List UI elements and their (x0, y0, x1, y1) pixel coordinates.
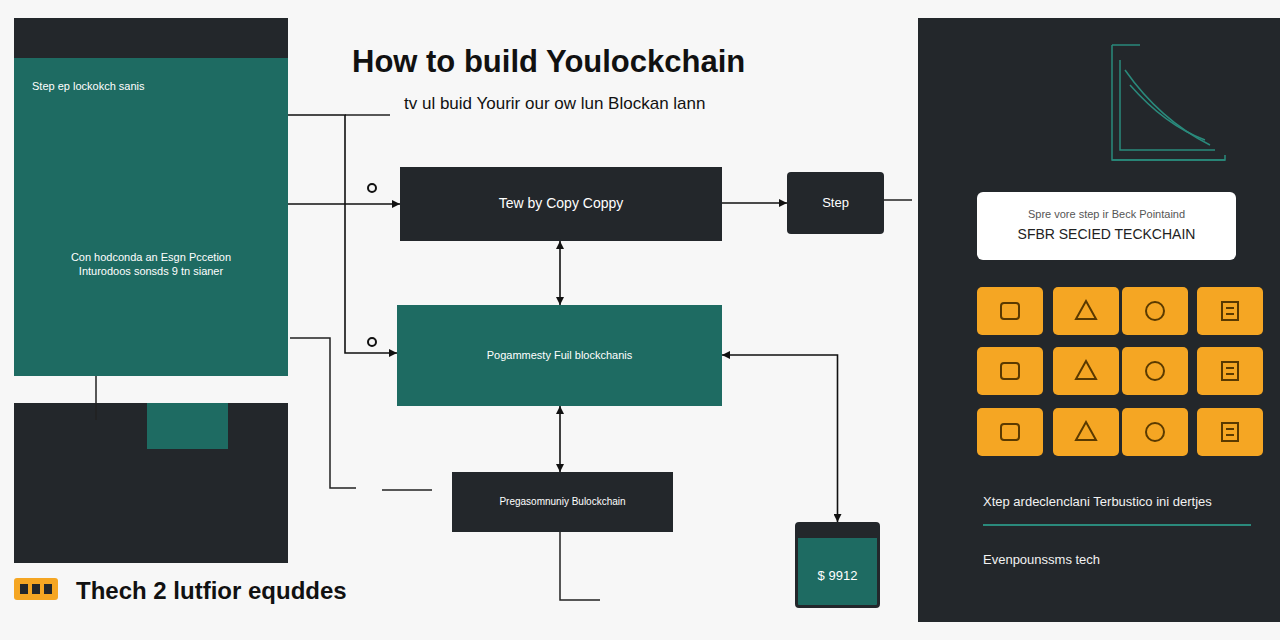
node-text: Spre vore step ir Beck Pointaind (1028, 208, 1185, 222)
right-panel (918, 18, 1280, 622)
tile-glyph (1146, 362, 1164, 380)
node-text: Tew by Copy Coppy (499, 195, 624, 213)
connector (288, 203, 400, 205)
icon-tile (1122, 408, 1188, 456)
icon-grid (977, 287, 1263, 456)
port-dot (368, 184, 376, 192)
process-box: Con hodconda an Esgn Pccetion Inturodoos… (14, 153, 288, 376)
icon-tile (1053, 408, 1119, 456)
node-text: Step (822, 195, 849, 211)
dark-block (14, 403, 288, 563)
subtitle: tv ul buid Yourir our ow lun Blockan lan… (404, 94, 705, 114)
process-box: Pogammesty Fuil blockchanis (397, 305, 722, 406)
note-text: Evenpounssms tech (983, 552, 1100, 567)
icon-tile (977, 408, 1043, 456)
node-text: Step ep lockokch sanis (32, 80, 145, 94)
title: How to build Youlockchain (352, 44, 745, 80)
tile-glyph (1222, 302, 1238, 320)
icon-tile (1197, 408, 1263, 456)
tile-glyph (1076, 361, 1096, 379)
tile-glyph (1146, 302, 1164, 320)
icon-tile (1053, 287, 1119, 335)
tile-glyph (1001, 363, 1019, 379)
node-text: Pogammesty Fuil blockchanis (487, 349, 633, 363)
tile-glyph (1146, 423, 1164, 441)
icon-tile (977, 287, 1043, 335)
info-card: Spre vore step ir Beck PointaindSFBR SEC… (977, 192, 1236, 260)
node-text: Pregasomnuniy Bulockchain (499, 496, 625, 509)
process-box: Tew by Copy Coppy (400, 167, 722, 241)
process-box: Step (787, 172, 884, 234)
icon-tile (1122, 287, 1188, 335)
icon-tile (1197, 287, 1263, 335)
dark-bar (14, 18, 288, 58)
process-box: Step ep lockokch sanis (14, 58, 288, 153)
divider-line (983, 524, 1251, 526)
orange-icon-dots (20, 584, 52, 594)
icon-tile (1053, 347, 1119, 395)
process-box: Pregasomnuniy Bulockchain (452, 472, 673, 532)
teal-block (147, 403, 228, 449)
tile-glyph (1222, 423, 1238, 441)
node-text: Con hodconda an Esgn Pccetion Inturodoos… (70, 251, 232, 279)
device-card: $ 9912 (795, 522, 880, 608)
orange-icon (14, 578, 58, 600)
tile-glyph (1076, 301, 1096, 319)
icon-tile (1122, 347, 1188, 395)
tile-glyph (1001, 424, 1019, 440)
note-text: Xtep ardeclenclani Terbustico ini dertje… (983, 494, 1212, 509)
connector (722, 202, 787, 204)
note-text: Thech 2 lutfior equddes (76, 577, 347, 605)
tile-glyph (1076, 422, 1096, 440)
node-text: SFBR SECIED TECKCHAIN (1018, 226, 1196, 244)
connector (288, 115, 397, 353)
connector (559, 406, 561, 472)
icon-tile (1197, 347, 1263, 395)
line-drawing (1112, 45, 1225, 160)
connector (722, 355, 838, 522)
tile-glyph (1222, 362, 1238, 380)
tile-glyph (1001, 303, 1019, 319)
node-text: $ 9912 (818, 568, 858, 584)
connector (559, 241, 561, 305)
icon-tile (977, 347, 1043, 395)
port-dot (368, 338, 376, 346)
